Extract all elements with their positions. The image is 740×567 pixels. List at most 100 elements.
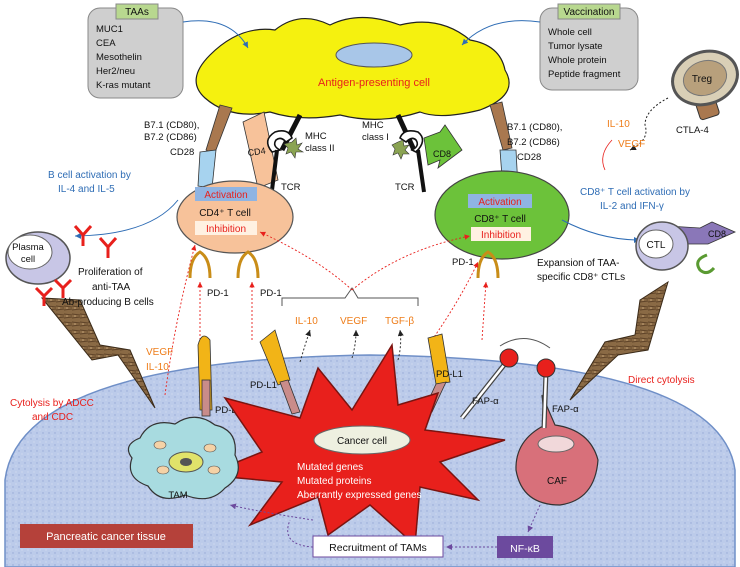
pd1-right bbox=[476, 250, 500, 279]
b7-left-line1: B7.1 (CD80), bbox=[144, 120, 199, 131]
recruitment-label: Recruitment of TAMs bbox=[329, 542, 427, 554]
mhc-ii-line2: class II bbox=[305, 143, 335, 154]
expansion-line1: Expansion of TAA- bbox=[537, 258, 619, 269]
pdl1-right-label: PD-L1 bbox=[436, 369, 463, 380]
pd1-left-b-label: PD-1 bbox=[260, 288, 282, 299]
pd1-right-label: PD-1 bbox=[452, 257, 474, 268]
fap-a-head bbox=[499, 348, 519, 368]
taas-item-1: CEA bbox=[96, 38, 116, 49]
cytokine-dotted-1 bbox=[299, 329, 311, 363]
tcr-left bbox=[266, 130, 293, 153]
prolif-line1: Proliferation of bbox=[78, 267, 143, 278]
mhc-ii-line1: MHC bbox=[305, 131, 327, 142]
cd4-activation: Activation bbox=[204, 190, 247, 201]
apc-nucleus bbox=[335, 42, 413, 68]
cytokine-dotted-2 bbox=[351, 329, 359, 359]
cancer-cell-line1: Mutated genes bbox=[297, 462, 363, 473]
pdl1-left-stem bbox=[201, 379, 211, 417]
tam-granule-3 bbox=[203, 443, 217, 453]
treg-cell bbox=[671, 49, 739, 121]
caf-nucleus bbox=[537, 435, 575, 453]
vaccination-arrow bbox=[461, 20, 541, 46]
fap-b-label: FAP-α bbox=[552, 404, 579, 415]
pd1-left-a-label: PD-1 bbox=[207, 288, 229, 299]
ctl-arrow bbox=[561, 219, 641, 243]
vaccination-item-1: Tumor lysate bbox=[548, 41, 603, 52]
mhc-i-line2: class I bbox=[362, 132, 389, 143]
recruitment-to-tam-arrow bbox=[229, 503, 314, 521]
pd1-left-a bbox=[188, 250, 212, 279]
lightning-bolt-right bbox=[569, 280, 669, 401]
tcr-left-label: TCR bbox=[281, 182, 301, 193]
plasma-line1: Plasma bbox=[12, 242, 44, 253]
tcr-stem-right bbox=[416, 149, 426, 193]
vaccination-title-box bbox=[557, 3, 621, 20]
tcr-stem-left bbox=[270, 149, 279, 191]
cd8-inhibition: Inhibition bbox=[481, 230, 521, 241]
ctl-tcr-icon bbox=[696, 253, 716, 275]
red-dotted-5 bbox=[481, 281, 489, 341]
cd28-right-label: CD28 bbox=[517, 152, 541, 163]
tam-nucleus-core bbox=[180, 458, 192, 466]
cd4-receptor bbox=[242, 111, 279, 189]
taas-item-3: Her2/neu bbox=[96, 66, 135, 77]
apc-label: Antigen-presenting cell bbox=[318, 77, 430, 89]
antigen-presenting-cell bbox=[195, 16, 510, 120]
apc-b7-stem-left bbox=[205, 104, 233, 156]
pdl1-middle-stem bbox=[279, 379, 301, 415]
tcr-right-label: TCR bbox=[395, 182, 415, 193]
b7-right-line2: B7.2 (CD86) bbox=[507, 137, 560, 148]
cd8-cell-name: CD8⁺ T cell bbox=[474, 214, 526, 225]
caf-to-nfkb-arrow bbox=[527, 504, 541, 533]
cd4-activation-box bbox=[195, 187, 257, 201]
apc-b7-stem-right bbox=[489, 101, 513, 151]
treg-inhibition-bracket bbox=[602, 139, 613, 171]
vaccination-item-2: Whole protein bbox=[548, 55, 607, 66]
lightning-bolt-left bbox=[40, 297, 156, 409]
tissue-label: Pancreatic cancer tissue bbox=[46, 531, 166, 543]
cd8-label: CD8 bbox=[433, 149, 451, 159]
red-dotted-7 bbox=[431, 261, 479, 341]
cd8-receptor bbox=[423, 124, 463, 169]
nfkb-label: NF-κB bbox=[510, 543, 540, 555]
ctl-label: CTL bbox=[647, 240, 666, 251]
cytolysis-adcc-line2: and CDC bbox=[32, 412, 73, 423]
vaccination-title: Vaccination bbox=[564, 7, 615, 18]
plasma-line2: cell bbox=[21, 254, 35, 265]
prolif-line2: anti-TAA bbox=[92, 282, 130, 293]
tissue-label-box bbox=[20, 524, 193, 548]
cd4-label: CD4 bbox=[247, 146, 266, 158]
caf-label: CAF bbox=[547, 476, 567, 487]
red-dotted-6 bbox=[164, 244, 197, 396]
pdl1-left-label: PD-L1 bbox=[215, 405, 242, 416]
b-cell-activation-line1: B cell activation by bbox=[48, 170, 131, 181]
antigen-star-right bbox=[391, 139, 410, 160]
tam-il10: IL-10 bbox=[146, 362, 169, 373]
fap-a-label: FAP-α bbox=[472, 396, 499, 407]
antigen-star-left bbox=[283, 137, 305, 159]
b-cell-arrow bbox=[74, 199, 179, 239]
ctl-cd8-label: CD8 bbox=[708, 229, 726, 239]
mhc-i-line1: MHC bbox=[362, 120, 384, 131]
cd8-activation-text-line1: CD8⁺ T cell activation by bbox=[580, 187, 690, 198]
red-dotted-1 bbox=[259, 231, 353, 291]
pdl1-middle-stalk bbox=[259, 329, 291, 386]
fap-a-stem-inner bbox=[461, 359, 509, 419]
cytokine-bracket bbox=[281, 287, 419, 306]
cd28-left bbox=[197, 149, 217, 189]
fap-b-stem-inner bbox=[542, 371, 548, 429]
nfkb-box bbox=[497, 536, 553, 558]
taas-arrow bbox=[182, 20, 249, 49]
b7-left-line2: B7.2 (CD86) bbox=[144, 132, 197, 143]
cytolysis-adcc-line1: Cytolysis by ADCC bbox=[10, 398, 94, 409]
cancer-cell-nucleus bbox=[313, 425, 411, 455]
antibody-icon-1 bbox=[73, 225, 93, 246]
vaccination-item-3: Peptide fragment bbox=[548, 69, 621, 80]
red-dotted-2 bbox=[351, 234, 471, 291]
taas-item-2: Mesothelin bbox=[96, 52, 142, 63]
tam-label: TAM bbox=[168, 490, 187, 501]
cd4-inhibition-box bbox=[195, 221, 257, 235]
tam-vegf: VEGF bbox=[146, 347, 173, 358]
tam-granule-1 bbox=[153, 440, 167, 450]
